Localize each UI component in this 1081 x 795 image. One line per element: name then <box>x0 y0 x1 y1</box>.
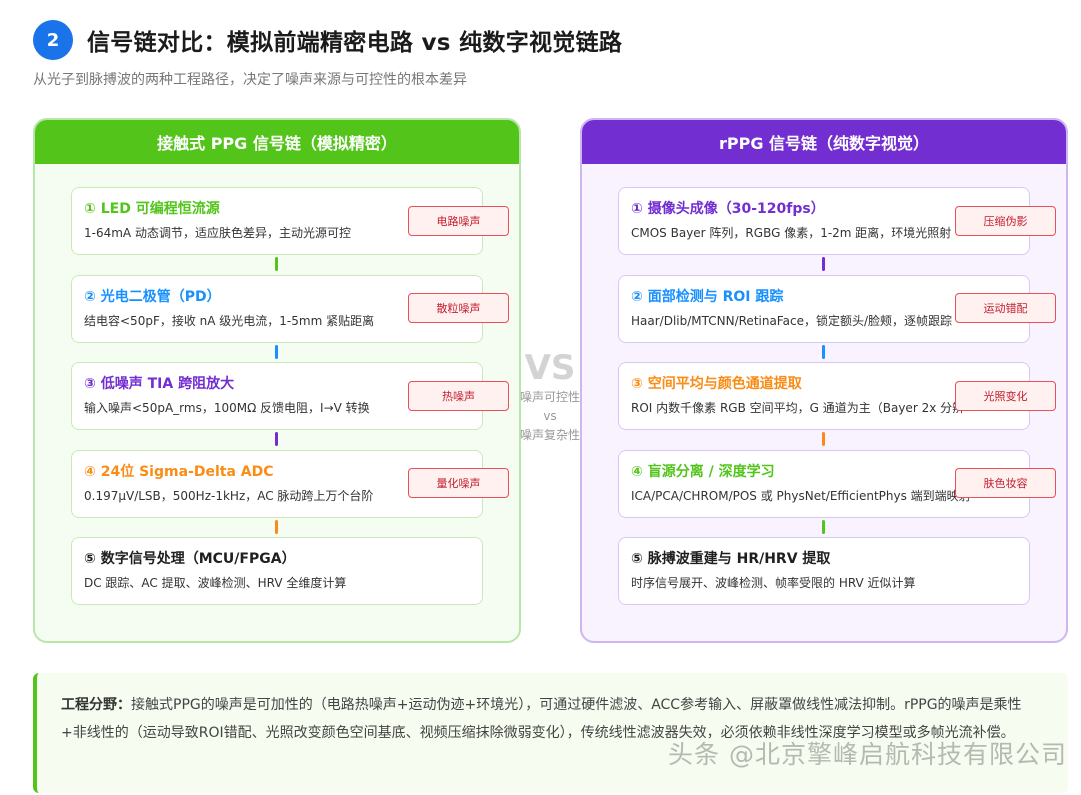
note-text: 接触式PPG的噪声是可加性的（电路热噪声+运动伪迹+环境光），可通过硬件滤波、A… <box>61 697 1022 741</box>
left-step-4-desc: 0.197μV/LSB，500Hz-1kHz，AC 脉动跨上万个台阶 <box>84 489 374 503</box>
left-step-4: ④ 24位 Sigma-Delta ADC 0.197μV/LSB，500Hz-… <box>71 450 483 518</box>
left-step-3-noise-tag: 热噪声 <box>408 381 509 411</box>
right-step-1-title: ① 摄像头成像（30-120fps） <box>631 201 825 217</box>
right-step-3-title: ③ 空间平均与颜色通道提取 <box>631 376 802 392</box>
left-step-5-title: ⑤ 数字信号处理（MCU/FPGA） <box>84 551 296 567</box>
left-connector-1 <box>275 257 278 271</box>
right-step-3-noise-tag: 光照变化 <box>955 381 1056 411</box>
left-step-2-desc: 结电容<50pF，接收 nA 级光电流，1-5mm 紧贴距离 <box>84 314 375 328</box>
note-label: 工程分野： <box>61 697 131 713</box>
vs-line-1: 噪声可控性 <box>519 390 580 404</box>
left-step-5-desc: DC 跟踪、AC 提取、波峰检测、HRV 全维度计算 <box>84 576 347 590</box>
contact-ppg-panel: 接触式 PPG 信号链（模拟精密） ① LED 可编程恒流源 1-64mA 动态… <box>33 118 521 643</box>
left-step-2-noise-tag: 散粒噪声 <box>408 293 509 323</box>
left-step-2-title: ② 光电二极管（PD） <box>84 289 221 305</box>
vs-line-2: vs <box>543 409 557 423</box>
right-step-1-noise-tag: 压缩伪影 <box>955 206 1056 236</box>
left-step-1-noise-tag: 电路噪声 <box>408 206 509 236</box>
right-step-4-title: ④ 盲源分离 / 深度学习 <box>631 464 775 480</box>
right-step-5-title: ⑤ 脉搏波重建与 HR/HRV 提取 <box>631 551 831 567</box>
right-step-2-title: ② 面部检测与 ROI 跟踪 <box>631 289 784 305</box>
right-step-3: ③ 空间平均与颜色通道提取 ROI 内数千像素 RGB 空间平均，G 通道为主（… <box>618 362 1030 430</box>
section-number-badge: 2 <box>33 20 73 60</box>
left-connector-3 <box>275 432 278 446</box>
left-connector-4 <box>275 520 278 534</box>
engineering-divergence-note: 工程分野：接触式PPG的噪声是可加性的（电路热噪声+运动伪迹+环境光），可通过硬… <box>33 673 1068 793</box>
rppg-panel: rPPG 信号链（纯数字视觉） ① 摄像头成像（30-120fps） CMOS … <box>580 118 1068 643</box>
right-step-3-desc: ROI 内数千像素 RGB 空间平均，G 通道为主（Bayer 2x 分辨 <box>631 401 965 415</box>
right-step-4-noise-tag: 肤色妆容 <box>955 468 1056 498</box>
page-title: 信号链对比：模拟前端精密电路 vs 纯数字视觉链路 <box>87 30 623 56</box>
left-step-4-noise-tag: 量化噪声 <box>408 468 509 498</box>
left-step-3-title: ③ 低噪声 TIA 跨阻放大 <box>84 376 235 392</box>
left-step-1-desc: 1-64mA 动态调节，适应肤色差异，主动光源可控 <box>84 226 351 240</box>
contact-ppg-panel-title: 接触式 PPG 信号链（模拟精密） <box>35 120 519 164</box>
right-step-2-desc: Haar/Dlib/MTCNN/RetinaFace，锁定额头/脸颊，逐帧跟踪 <box>631 314 952 328</box>
right-step-5-desc: 时序信号展开、波峰检测、帧率受限的 HRV 近似计算 <box>631 576 916 590</box>
right-connector-2 <box>822 345 825 359</box>
vs-line-3: 噪声复杂性 <box>519 428 580 442</box>
left-connector-2 <box>275 345 278 359</box>
right-step-1-desc: CMOS Bayer 阵列，RGBG 像素，1-2m 距离，环境光照射 <box>631 226 952 240</box>
vs-label: VS <box>524 348 576 388</box>
page-subtitle: 从光子到脉搏波的两种工程路径，决定了噪声来源与可控性的根本差异 <box>33 72 467 88</box>
vs-divider: VS 噪声可控性 vs 噪声复杂性 <box>510 348 590 445</box>
left-step-4-title: ④ 24位 Sigma-Delta ADC <box>84 464 274 480</box>
right-connector-1 <box>822 257 825 271</box>
right-step-2-noise-tag: 运动错配 <box>955 293 1056 323</box>
rppg-panel-title: rPPG 信号链（纯数字视觉） <box>582 120 1066 164</box>
left-step-3: ③ 低噪声 TIA 跨阻放大 输入噪声<50pA_rms，100MΩ 反馈电阻，… <box>71 362 483 430</box>
right-connector-3 <box>822 432 825 446</box>
right-step-4-desc: ICA/PCA/CHROM/POS 或 PhysNet/EfficientPhy… <box>631 489 971 503</box>
left-step-3-desc: 输入噪声<50pA_rms，100MΩ 反馈电阻，I→V 转换 <box>84 401 370 415</box>
header: 2 信号链对比：模拟前端精密电路 vs 纯数字视觉链路 <box>33 20 622 60</box>
watermark: 头条 @北京擎峰启航科技有限公司 <box>668 740 1067 769</box>
left-step-1-title: ① LED 可编程恒流源 <box>84 201 220 217</box>
left-step-5: ⑤ 数字信号处理（MCU/FPGA） DC 跟踪、AC 提取、波峰检测、HRV … <box>71 537 483 605</box>
right-connector-4 <box>822 520 825 534</box>
right-step-5: ⑤ 脉搏波重建与 HR/HRV 提取 时序信号展开、波峰检测、帧率受限的 HRV… <box>618 537 1030 605</box>
